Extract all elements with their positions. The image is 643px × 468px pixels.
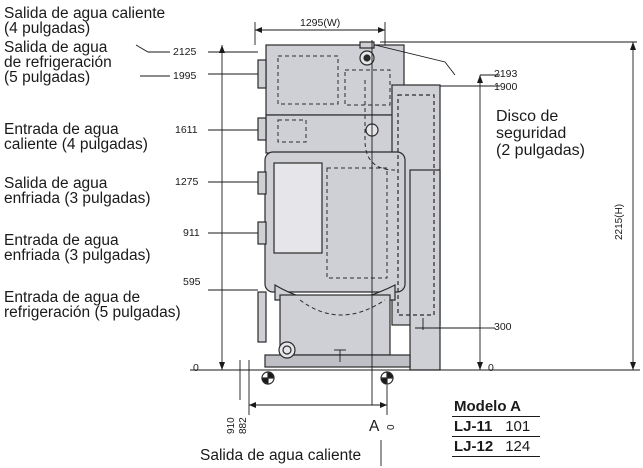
dim-height: 2215(H) — [614, 203, 625, 240]
label-cooling-water-inlet: Entrada de agua de refrigeración (5 pulg… — [4, 289, 181, 321]
model-value: 101 — [503, 416, 541, 437]
table-row: LJ-12 124 — [452, 436, 541, 457]
dim-zero-right: 0 — [488, 362, 494, 374]
dim-zero-left: 0 — [193, 362, 199, 374]
base-block — [279, 294, 391, 356]
label-chilled-water-inlet: Entrada de agua enfriada (3 pulgadas) — [4, 232, 151, 264]
dim-2125: 2125 — [173, 46, 197, 58]
dim-882: 882 — [238, 417, 249, 434]
dim-1995: 1995 — [173, 70, 197, 82]
label-hot-water-outlet: Salida de agua caliente (4 pulgadas) — [4, 5, 166, 37]
dim-2193: 2193 — [494, 68, 518, 80]
dim-1900: 1900 — [494, 81, 518, 93]
label-safety-disc: Disco de seguridad (2 pulgadas) — [496, 108, 585, 159]
dim-1275: 1275 — [175, 176, 199, 188]
middle-shell — [265, 114, 405, 154]
dim-a: A — [369, 418, 380, 435]
model-name: LJ-12 — [452, 436, 504, 457]
label-bottom-hot-water-outlet: Salida de agua caliente — [200, 447, 362, 464]
dim-911: 911 — [183, 227, 200, 239]
label-cooling-water-outlet: Salida de agua de refrigeración (5 pulga… — [4, 39, 112, 86]
upper-shell — [265, 44, 405, 116]
model-value: 124 — [503, 436, 541, 457]
foot-markers — [261, 371, 394, 385]
dim-width: 1295(W) — [300, 17, 341, 29]
table-row: LJ-11 101 — [452, 416, 541, 437]
model-name: LJ-11 — [452, 416, 504, 437]
control-box — [409, 169, 441, 371]
label-hot-water-inlet: Entrada de agua caliente (4 pulgadas) — [4, 121, 148, 153]
dim-1611: 1611 — [175, 124, 198, 136]
base-frame — [264, 354, 411, 368]
dim-300: 300 — [494, 321, 512, 333]
model-table: Modelo A LJ-11 101 LJ-12 124 — [452, 397, 541, 457]
dim-a-zero: 0 — [386, 424, 397, 430]
dim-595: 595 — [183, 276, 201, 288]
inner-panel — [273, 162, 323, 254]
model-table-header: Modelo A — [452, 397, 541, 417]
dim-910: 910 — [226, 417, 237, 434]
label-chilled-water-outlet: Salida de agua enfriada (3 pulgadas) — [4, 175, 151, 207]
